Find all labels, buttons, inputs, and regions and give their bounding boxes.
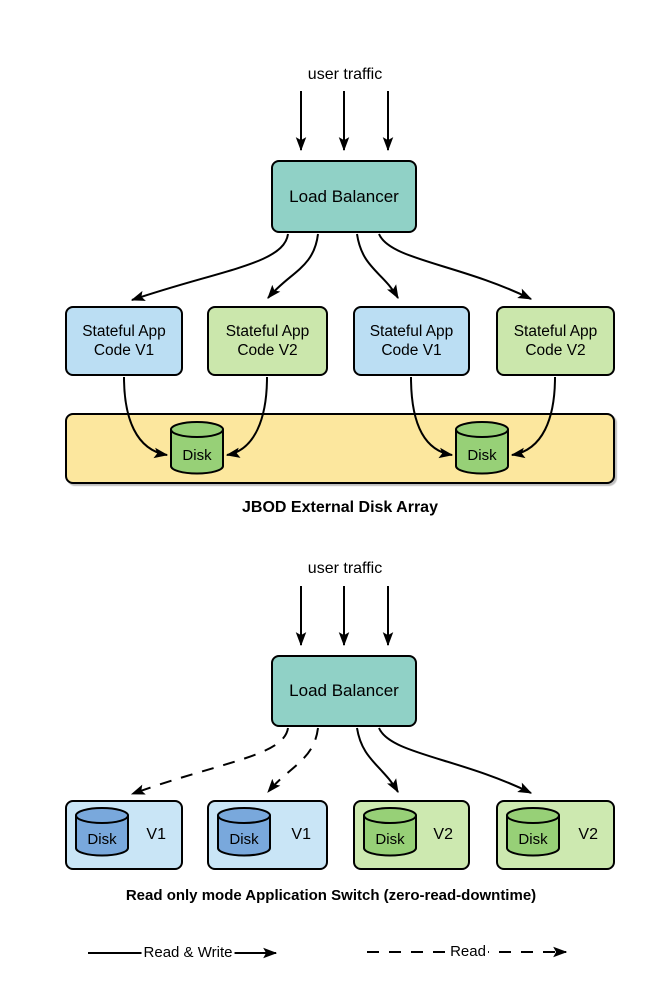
disk-node-v2-a: V2 [353,800,470,870]
app-node-label: Stateful App Code V2 [513,323,598,359]
app-node-v2-b: Stateful App Code V2 [496,306,615,376]
read-only-caption: Read only mode Application Switch (zero-… [125,887,537,904]
read-write-arrow-solid [378,727,533,794]
user-traffic-label-bottom: user traffic [307,560,383,577]
load-balancer-top-label: Load Balancer [289,186,399,206]
read-arrow-dashed [130,727,289,795]
disk-node-v1-a: V1 [65,800,183,870]
bottom-lb-arrows [130,727,533,795]
user-traffic-label-top: user traffic [307,66,383,83]
disk-node-v2-b: V2 [496,800,615,870]
top-lb-to-app-arrows [130,233,533,301]
lb-arrow [356,233,399,300]
load-balancer-top: Load Balancer [271,160,417,233]
app-node-v1-a: Stateful App Code V1 [65,306,183,376]
bottom-user-traffic-arrows [295,586,394,647]
top-user-traffic-arrows [295,91,394,152]
read-write-arrow-solid [356,727,399,794]
load-balancer-bottom: Load Balancer [271,655,417,727]
app-node-label: Stateful App Code V1 [369,323,454,359]
jbod-disk-array-band [65,413,615,484]
app-node-label: Stateful App Code V1 [82,323,166,359]
app-node-label: Stateful App Code V2 [225,323,310,359]
version-label: V2 [433,826,453,843]
lb-arrow [130,233,289,301]
version-label: V2 [578,826,598,843]
version-label: V1 [291,826,311,843]
version-label: V1 [146,826,166,843]
app-node-v1-b: Stateful App Code V1 [353,306,470,376]
app-node-v2-a: Stateful App Code V2 [207,306,328,376]
jbod-caption: JBOD External Disk Array [242,499,438,516]
load-balancer-bottom-label: Load Balancer [289,681,399,700]
lb-arrow [378,233,533,300]
legend-read-label: Read [448,943,488,960]
lb-arrow [267,233,319,299]
read-arrow-dashed [267,727,319,793]
legend-read-write-label: Read & Write [141,944,235,961]
disk-node-v1-b: V1 [207,800,328,870]
